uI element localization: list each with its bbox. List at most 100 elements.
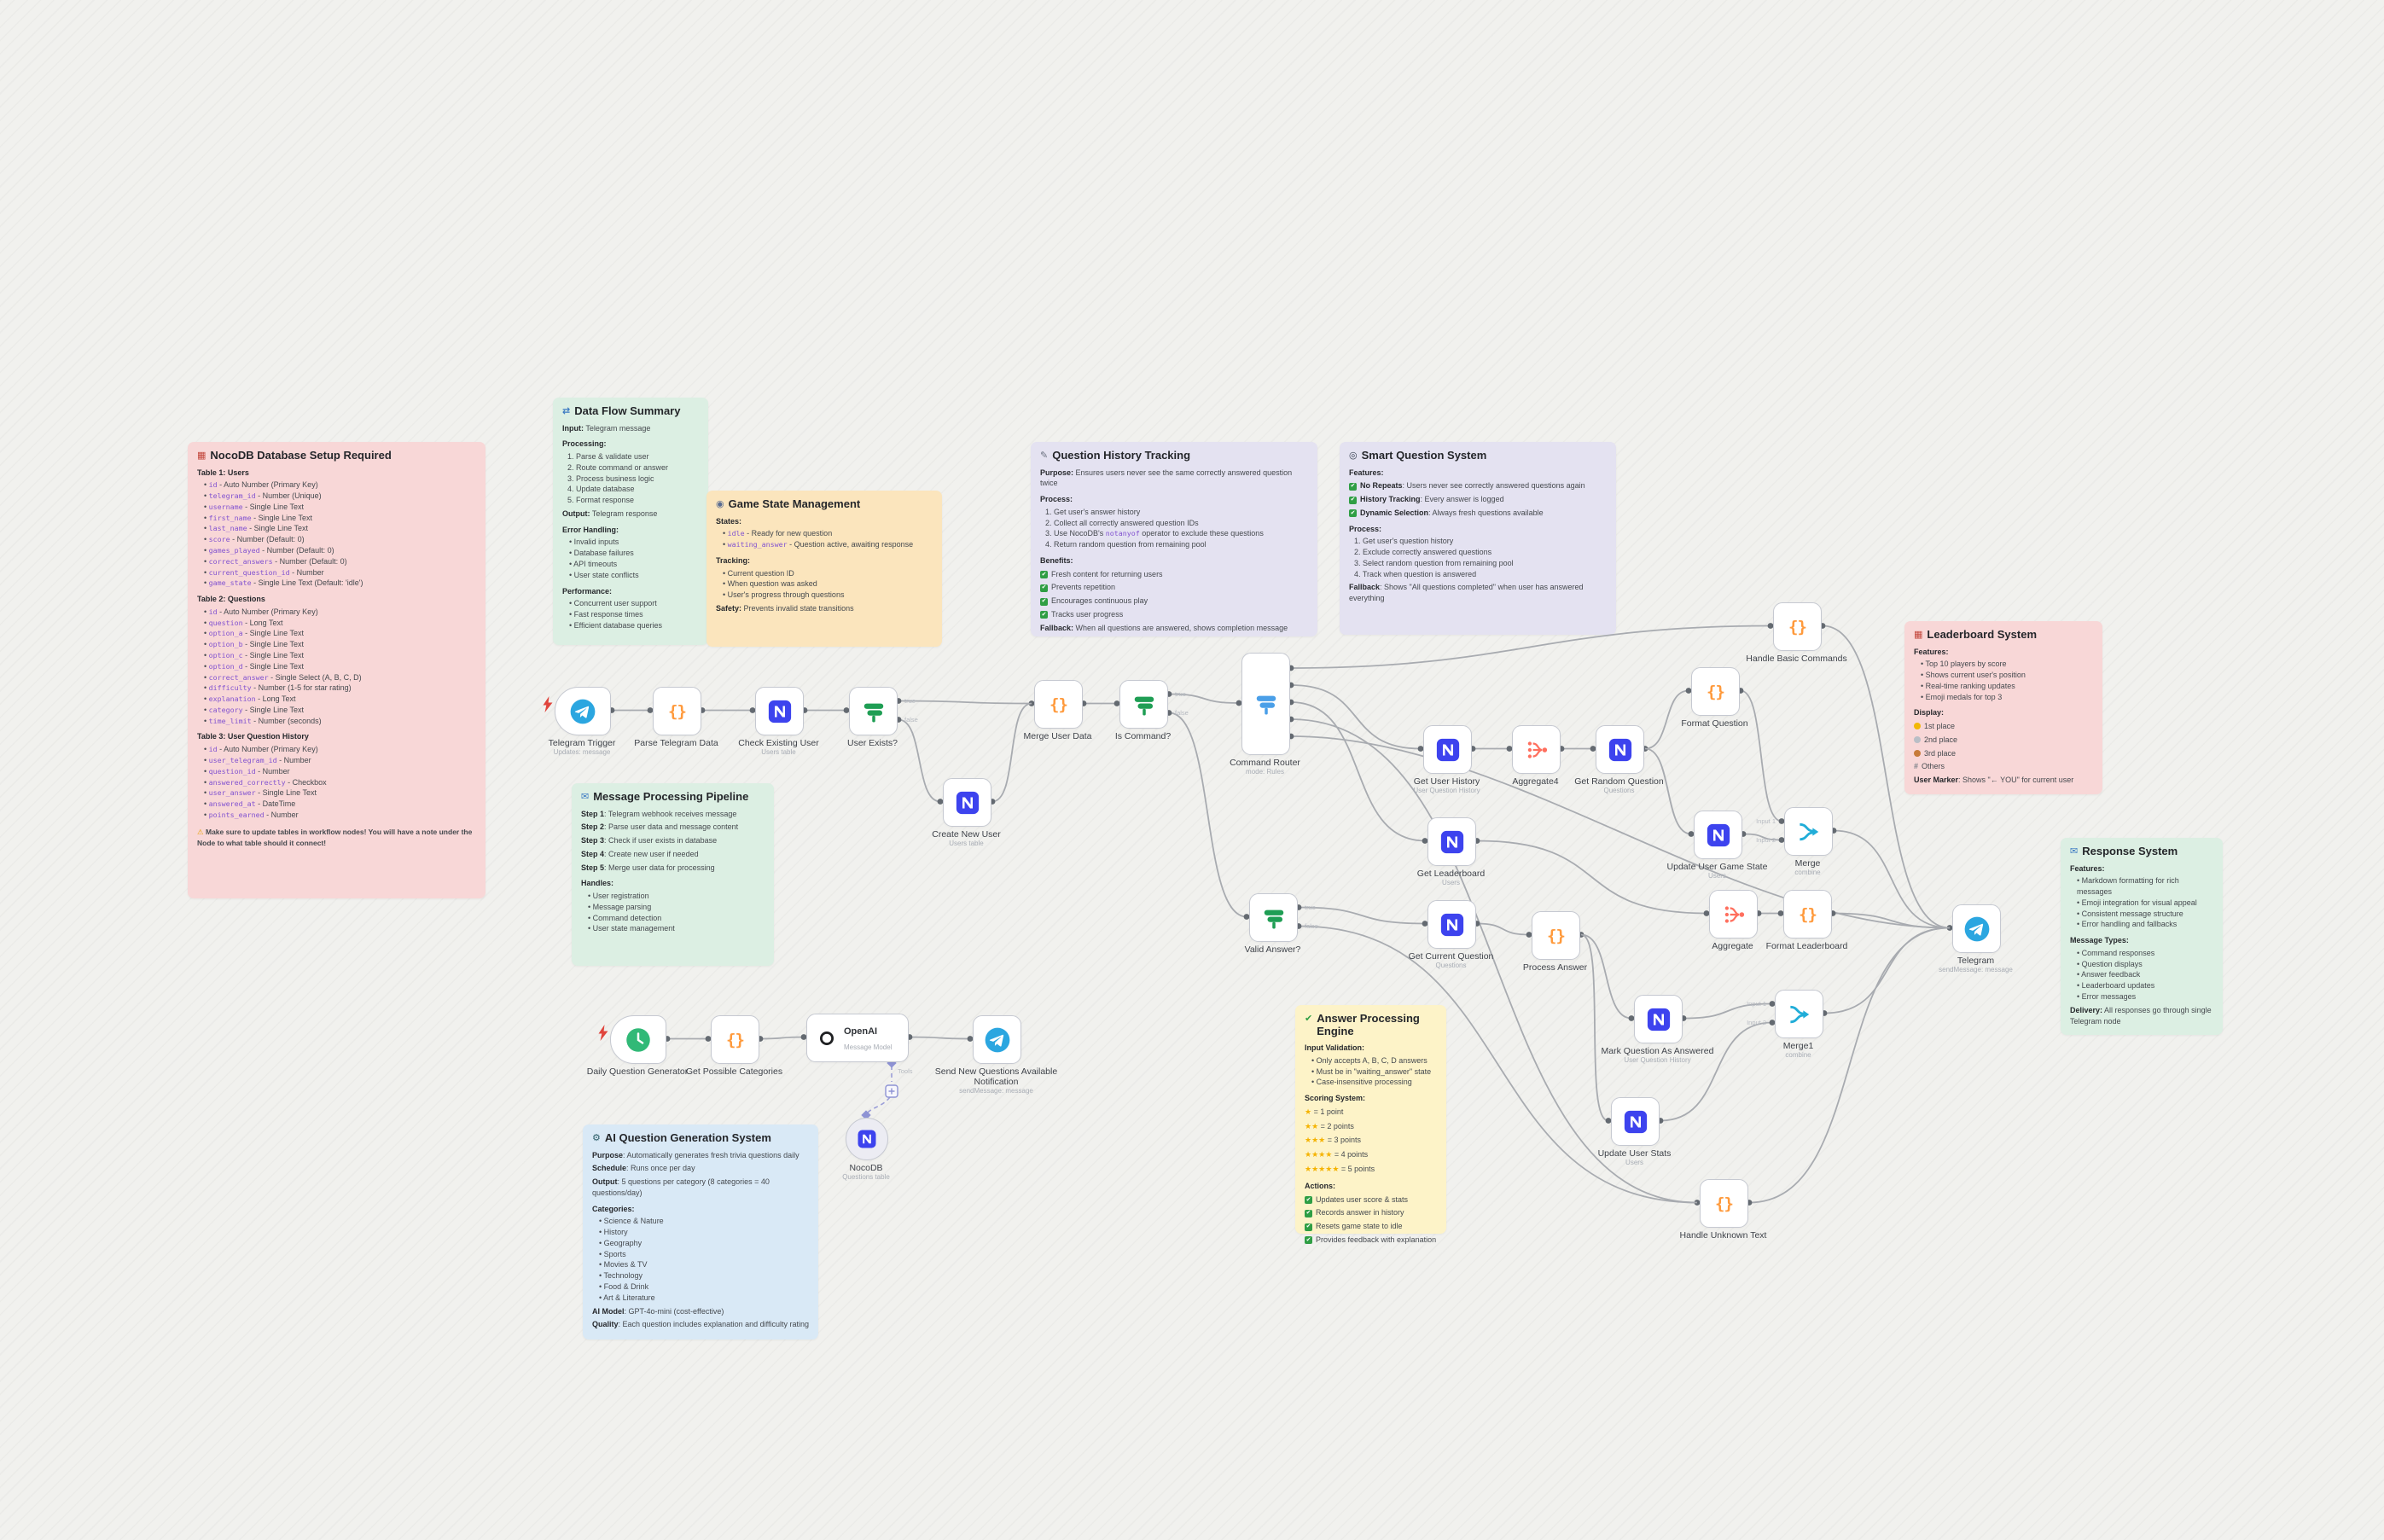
- node-command-router[interactable]: [1241, 653, 1290, 755]
- node-get-user-history[interactable]: [1423, 725, 1472, 774]
- node-port[interactable]: [843, 707, 850, 713]
- node-port[interactable]: [1526, 932, 1532, 938]
- connection-edge[interactable]: [1580, 933, 1609, 1122]
- node-port[interactable]: [705, 1036, 712, 1042]
- connection-edge[interactable]: [1290, 701, 1426, 842]
- connection-edge[interactable]: [1832, 912, 1951, 929]
- connection-edge[interactable]: [1748, 927, 1951, 1204]
- connection-edge[interactable]: [759, 1036, 805, 1040]
- connection-edge[interactable]: [1290, 718, 1698, 1204]
- node-handle-basic-commands[interactable]: {}: [1773, 602, 1822, 651]
- node-port[interactable]: [967, 1036, 974, 1042]
- connection-edge[interactable]: [909, 1036, 971, 1040]
- node-port[interactable]: [1628, 1015, 1635, 1021]
- node-parse-telegram-data[interactable]: {}: [653, 687, 701, 735]
- node-is-command[interactable]: [1119, 680, 1168, 729]
- connection-edge[interactable]: [866, 1096, 891, 1114]
- connection-edge[interactable]: [898, 718, 941, 803]
- node-port[interactable]: [1236, 700, 1242, 706]
- node-port[interactable]: [1422, 838, 1428, 844]
- connection-edge[interactable]: [1833, 829, 1951, 929]
- node-port[interactable]: [800, 1034, 807, 1040]
- node-port[interactable]: [1243, 914, 1250, 920]
- node-port[interactable]: [749, 707, 756, 713]
- connection-edge[interactable]: [1168, 693, 1240, 704]
- node-port[interactable]: [1769, 1020, 1776, 1026]
- connection-edge[interactable]: [1290, 625, 1771, 669]
- connection-edge[interactable]: [1476, 840, 1707, 915]
- node-get-random-question[interactable]: [1596, 725, 1644, 774]
- node-port[interactable]: [1769, 1001, 1776, 1007]
- node-mark-question-answered[interactable]: [1634, 995, 1683, 1043]
- tool-port[interactable]: [861, 1110, 871, 1120]
- connection-edge[interactable]: [1644, 747, 1692, 835]
- node-get-current-question[interactable]: [1427, 900, 1476, 949]
- connection-edge[interactable]: [1660, 1021, 1773, 1122]
- node-port[interactable]: [1767, 623, 1774, 629]
- node-port[interactable]: [1778, 818, 1785, 824]
- node-get-leaderboard[interactable]: [1427, 817, 1476, 866]
- connection-edge[interactable]: [1298, 925, 1698, 1204]
- connection-edge[interactable]: [1298, 906, 1426, 925]
- node-port[interactable]: [1605, 1118, 1612, 1124]
- node-port[interactable]: [1703, 910, 1710, 916]
- connection-edge[interactable]: [898, 700, 1032, 705]
- node-send-new-questions[interactable]: [973, 1015, 1021, 1064]
- connection-edge[interactable]: [1580, 933, 1632, 1020]
- node-nocodb-tool[interactable]: [846, 1118, 888, 1160]
- node-handle-unknown-text[interactable]: {}: [1700, 1179, 1748, 1228]
- node-check-existing-user[interactable]: [755, 687, 804, 735]
- node-merge-user-data[interactable]: {}: [1034, 680, 1083, 729]
- node-port[interactable]: [1685, 688, 1692, 694]
- node-merge1[interactable]: [1775, 990, 1823, 1038]
- node-port[interactable]: [1506, 746, 1513, 752]
- node-port[interactable]: [1590, 746, 1596, 752]
- node-port[interactable]: [647, 707, 654, 713]
- connection-edge[interactable]: [1476, 922, 1530, 936]
- node-valid-answer[interactable]: [1249, 893, 1298, 942]
- node-port[interactable]: [1778, 837, 1785, 843]
- node-format-leaderboard[interactable]: {}: [1783, 890, 1832, 939]
- connection-edge[interactable]: [1290, 735, 1951, 929]
- node-merge[interactable]: [1784, 807, 1833, 856]
- node-port[interactable]: [1114, 700, 1120, 706]
- connection-edge[interactable]: [991, 702, 1032, 803]
- connection-edge[interactable]: [1683, 1002, 1773, 1020]
- note-line: Delivery: All responses go through singl…: [2070, 1005, 2212, 1026]
- node-port[interactable]: [1417, 746, 1424, 752]
- node-update-user-stats[interactable]: [1611, 1097, 1660, 1146]
- connection-edge[interactable]: [1290, 684, 1422, 750]
- node-get-possible-categories[interactable]: {}: [711, 1015, 759, 1064]
- node-aggregate[interactable]: [1709, 890, 1758, 939]
- node-port[interactable]: [1777, 910, 1784, 916]
- node-user-exists[interactable]: [849, 687, 898, 735]
- node-telegram[interactable]: [1952, 904, 2001, 953]
- node-update-user-game-state[interactable]: [1694, 811, 1742, 859]
- node-port[interactable]: [937, 799, 944, 805]
- node-create-new-user[interactable]: [943, 778, 991, 827]
- node-format-question[interactable]: {}: [1691, 667, 1740, 716]
- connection-edge[interactable]: [1822, 625, 1951, 929]
- node-daily-question-generator[interactable]: [610, 1015, 666, 1064]
- connection-edge[interactable]: [1742, 833, 1782, 841]
- node-aggregate4[interactable]: [1512, 725, 1561, 774]
- connection-edge[interactable]: [1644, 689, 1689, 750]
- connection-edge[interactable]: [1168, 712, 1247, 918]
- node-port[interactable]: [1422, 921, 1428, 927]
- node-telegram-trigger[interactable]: [555, 687, 611, 735]
- connection-edge[interactable]: [1740, 689, 1782, 822]
- node-process-answer[interactable]: {}: [1532, 911, 1580, 960]
- node-port[interactable]: [1688, 831, 1695, 837]
